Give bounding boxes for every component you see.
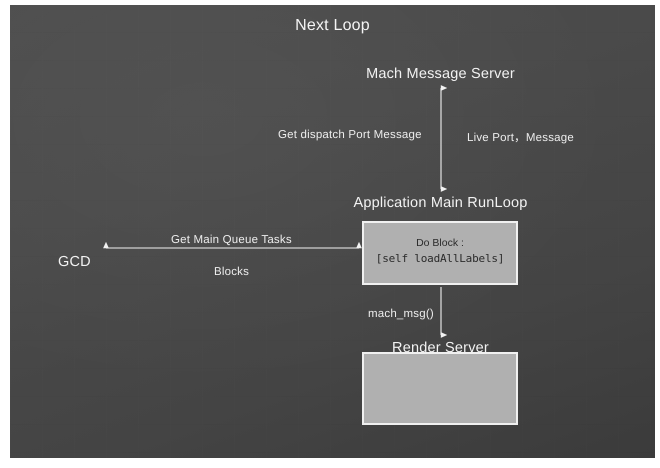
edge-label-mach-msg: mach_msg() xyxy=(368,308,434,320)
edge-label-live-port-message: Live Port，Message xyxy=(467,132,574,144)
do-block-box: Do Block : [self loadAllLabels] xyxy=(362,221,518,285)
do-block-title: Do Block : xyxy=(416,237,464,249)
application-main-runloop-text: Application Main RunLoop xyxy=(353,195,528,211)
page-title: Next Loop xyxy=(295,17,370,34)
mach-message-server-text: Mach Message Server xyxy=(366,66,515,82)
node-label-mach-message-server: Mach Message Server xyxy=(10,66,655,82)
node-label-application-main-runloop: Application Main RunLoop xyxy=(10,195,655,211)
render-server-box xyxy=(362,352,518,425)
edge-label-get-main-queue-tasks: Get Main Queue Tasks xyxy=(171,234,292,246)
edge-label-get-dispatch-port-message: Get dispatch Port Message xyxy=(278,129,422,141)
node-label-gcd: GCD xyxy=(58,254,91,270)
do-block-code: [self loadAllLabels] xyxy=(375,252,505,265)
diagram-canvas: Application Main RunLoop --> Do Block bo… xyxy=(10,5,655,458)
node-label-render-server: Render Server xyxy=(10,340,655,356)
edge-label-blocks: Blocks xyxy=(214,266,250,278)
arrow-layer: Application Main RunLoop --> Do Block bo… xyxy=(103,85,448,338)
